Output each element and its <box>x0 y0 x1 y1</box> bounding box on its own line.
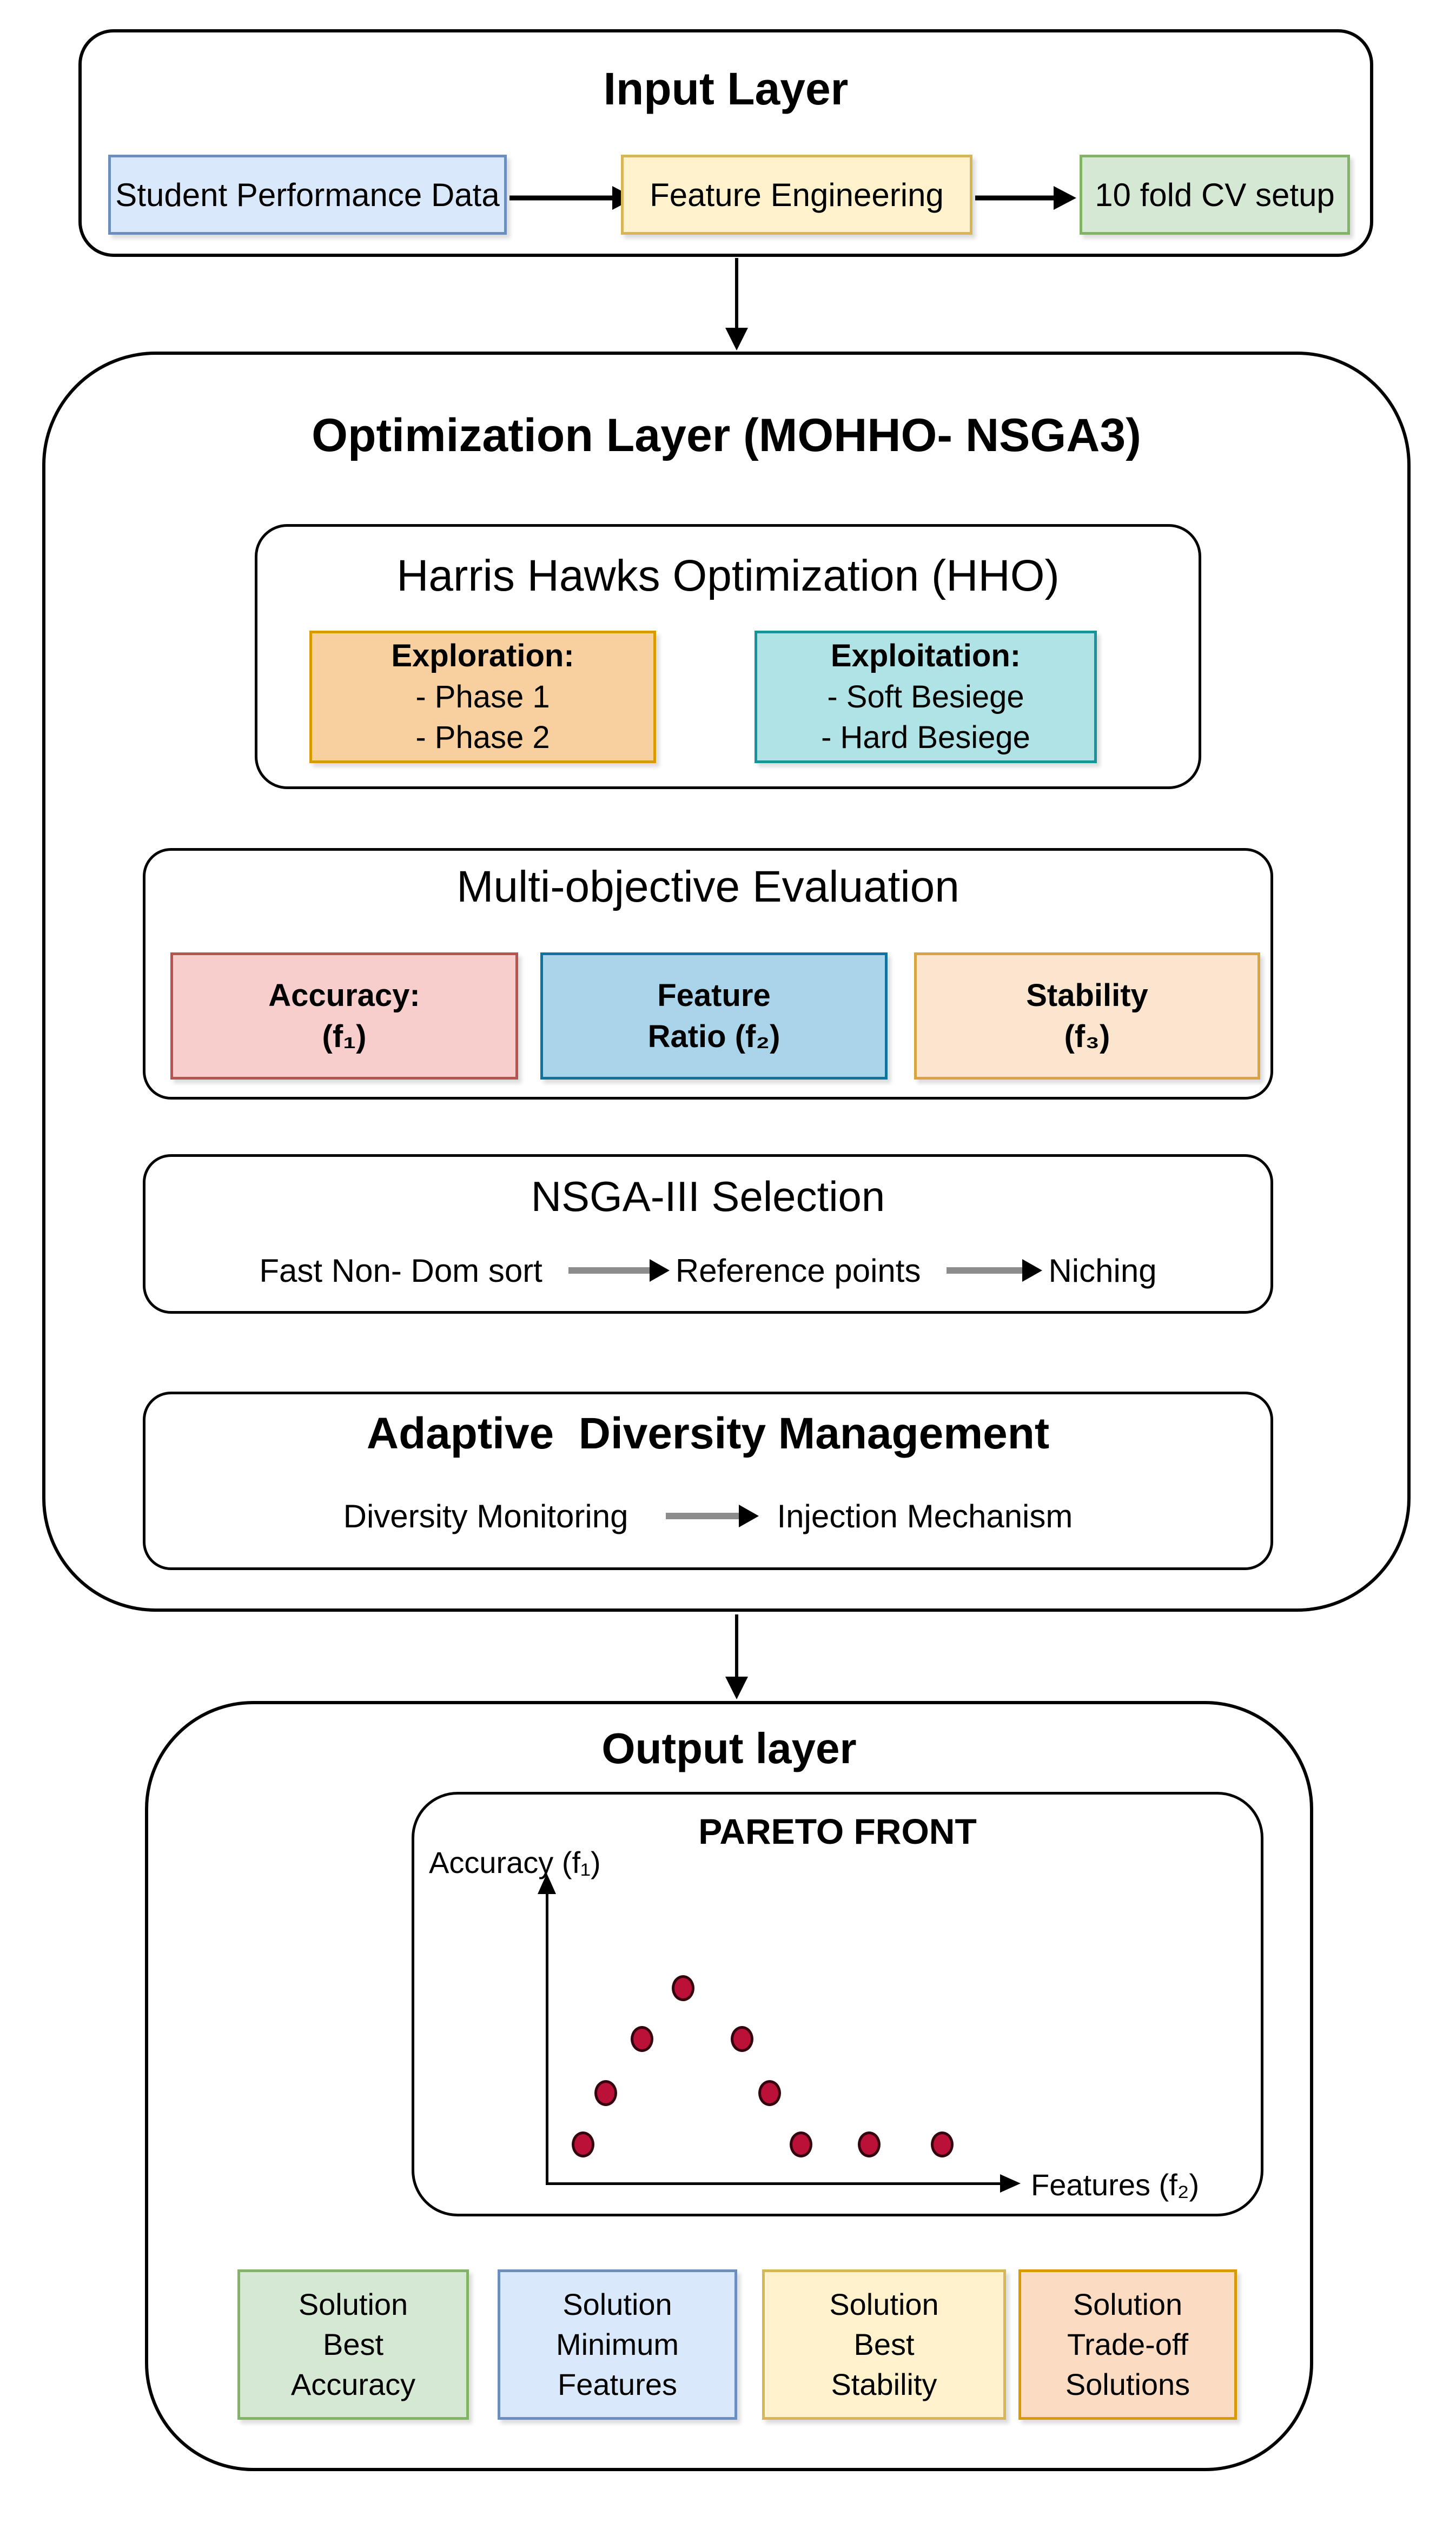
arrow-input-to-optimization <box>725 258 748 350</box>
arrow-head <box>725 1677 748 1699</box>
solution-line: Solution <box>1073 2287 1183 2322</box>
pareto-point <box>672 1975 694 2001</box>
input-layer-title: Input Layer <box>603 63 849 114</box>
cv-setup-box: 10 fold CV setup <box>1080 155 1350 235</box>
solution-line: Solution <box>562 2287 672 2322</box>
solution-line: Best <box>322 2327 384 2362</box>
solution-trade-off-box: Solution Trade-off Solutions <box>1018 2269 1237 2420</box>
arrow-head <box>725 328 748 350</box>
exploitation-item: - Soft Besiege <box>827 679 1024 714</box>
y-axis-arrow-icon <box>538 1874 556 1894</box>
feature-ratio-objective-box: Feature Ratio (f₂) <box>540 952 888 1080</box>
pareto-point <box>572 2131 595 2157</box>
exploration-item: - Phase 2 <box>415 720 550 756</box>
x-axis-line <box>547 2182 1001 2185</box>
objective-line: Accuracy: <box>268 978 420 1014</box>
adaptive-diversity-box: Adaptive Diversity Management Diversity … <box>143 1392 1273 1570</box>
arrow-optimization-to-output <box>725 1614 748 1699</box>
solution-line: Trade-off <box>1067 2327 1189 2362</box>
pareto-point <box>858 2131 881 2157</box>
pareto-front-box: PARETO FRONT Accuracy (f₁) Features (f₂) <box>412 1792 1263 2216</box>
arrow-head <box>1054 186 1076 210</box>
pareto-plot-area <box>547 1883 1001 2183</box>
exploitation-box: Exploitation: - Soft Besiege - Hard Besi… <box>755 631 1097 763</box>
arrow-shaft <box>975 195 1054 201</box>
pareto-point <box>790 2131 813 2157</box>
pareto-point <box>930 2131 954 2157</box>
arrow-student-to-feature <box>509 186 635 210</box>
output-layer-title: Output layer <box>601 1724 857 1772</box>
solution-line: Accuracy <box>290 2367 416 2401</box>
solution-line: Solution <box>298 2287 408 2322</box>
x-axis-arrow-icon <box>1000 2174 1021 2193</box>
optimization-layer-box: Optimization Layer (MOHHO- NSGA3) Harris… <box>42 352 1411 1612</box>
accuracy-objective-box: Accuracy: (f₁) <box>170 952 518 1080</box>
objective-line: Feature <box>657 978 771 1014</box>
pareto-point <box>631 2026 654 2053</box>
exploitation-heading: Exploitation: <box>830 638 1021 674</box>
solution-line: Minimum <box>555 2327 679 2362</box>
nsga-selection-box: NSGA-III Selection Fast Non- Dom sort Re… <box>143 1154 1273 1314</box>
student-performance-data-box: Student Performance Data <box>108 155 507 235</box>
exploitation-item: - Hard Besiege <box>821 720 1030 756</box>
adaptive-step-diversity-monitoring: Diversity Monitoring <box>343 1498 628 1534</box>
exploration-box: Exploration: - Phase 1 - Phase 2 <box>309 631 656 763</box>
cv-setup-label: 10 fold CV setup <box>1095 176 1335 213</box>
objective-line: (f₁) <box>322 1018 367 1054</box>
adaptive-step-injection-mechanism: Injection Mechanism <box>777 1498 1073 1534</box>
nsga-step-fast-non-dom-sort: Fast Non- Dom sort <box>259 1252 542 1289</box>
pareto-front-title: PARETO FRONT <box>698 1811 977 1851</box>
nsga-step-reference-points: Reference points <box>675 1252 921 1289</box>
pareto-point <box>758 2080 781 2107</box>
arrow-shaft <box>735 1614 738 1677</box>
solution-minimum-features-box: Solution Minimum Features <box>498 2269 737 2420</box>
solution-best-stability-box: Solution Best Stability <box>762 2269 1006 2420</box>
optimization-layer-title: Optimization Layer (MOHHO- NSGA3) <box>312 409 1141 461</box>
solution-line: Solution <box>829 2287 939 2322</box>
arrow-shaft <box>509 195 612 201</box>
solution-best-accuracy-box: Solution Best Accuracy <box>237 2269 469 2420</box>
multi-objective-title: Multi-objective Evaluation <box>456 862 959 911</box>
solution-line: Features <box>558 2367 677 2401</box>
hho-title: Harris Hawks Optimization (HHO) <box>396 551 1060 600</box>
output-layer-box: Output layer PARETO FRONT Accuracy (f₁) … <box>145 1701 1313 2471</box>
feature-engineering-label: Feature Engineering <box>650 176 944 213</box>
solution-line: Solutions <box>1065 2367 1190 2401</box>
y-axis-line <box>546 1894 548 2185</box>
nsga-step-row: Fast Non- Dom sort Reference points Nich… <box>145 1246 1270 1295</box>
nsga-selection-title: NSGA-III Selection <box>531 1173 885 1220</box>
pareto-x-axis-label: Features (f₂) <box>1031 2168 1200 2202</box>
pareto-y-axis-label: Accuracy (f₁) <box>429 1845 601 1879</box>
solution-line: Stability <box>831 2367 937 2401</box>
exploration-heading: Exploration: <box>391 638 574 674</box>
stability-objective-box: Stability (f₃) <box>914 952 1260 1080</box>
pareto-point <box>594 2080 618 2107</box>
adaptive-step-row: Diversity Monitoring Injection Mechanism <box>145 1492 1270 1540</box>
arrow-sort-to-reference <box>568 1267 650 1274</box>
feature-engineering-box: Feature Engineering <box>621 155 972 235</box>
adaptive-diversity-title: Adaptive Diversity Management <box>366 1409 1050 1458</box>
exploration-item: - Phase 1 <box>415 679 550 714</box>
arrow-feature-to-cv <box>975 186 1076 210</box>
input-layer-box: Input Layer Student Performance Data Fea… <box>78 29 1373 257</box>
nsga-step-niching: Niching <box>1048 1252 1157 1289</box>
student-performance-data-label: Student Performance Data <box>115 176 500 213</box>
arrow-shaft <box>735 258 738 328</box>
hho-box: Harris Hawks Optimization (HHO) Explorat… <box>255 524 1201 789</box>
arrow-monitoring-to-injection <box>666 1513 739 1519</box>
objective-line: Stability <box>1026 978 1148 1014</box>
solution-line: Best <box>853 2327 915 2362</box>
pareto-point <box>731 2026 754 2053</box>
multi-objective-box: Multi-objective Evaluation Accuracy: (f₁… <box>143 848 1273 1100</box>
objective-line: Ratio (f₂) <box>647 1018 780 1054</box>
objective-line: (f₃) <box>1064 1018 1110 1054</box>
arrow-reference-to-niching <box>947 1267 1023 1274</box>
